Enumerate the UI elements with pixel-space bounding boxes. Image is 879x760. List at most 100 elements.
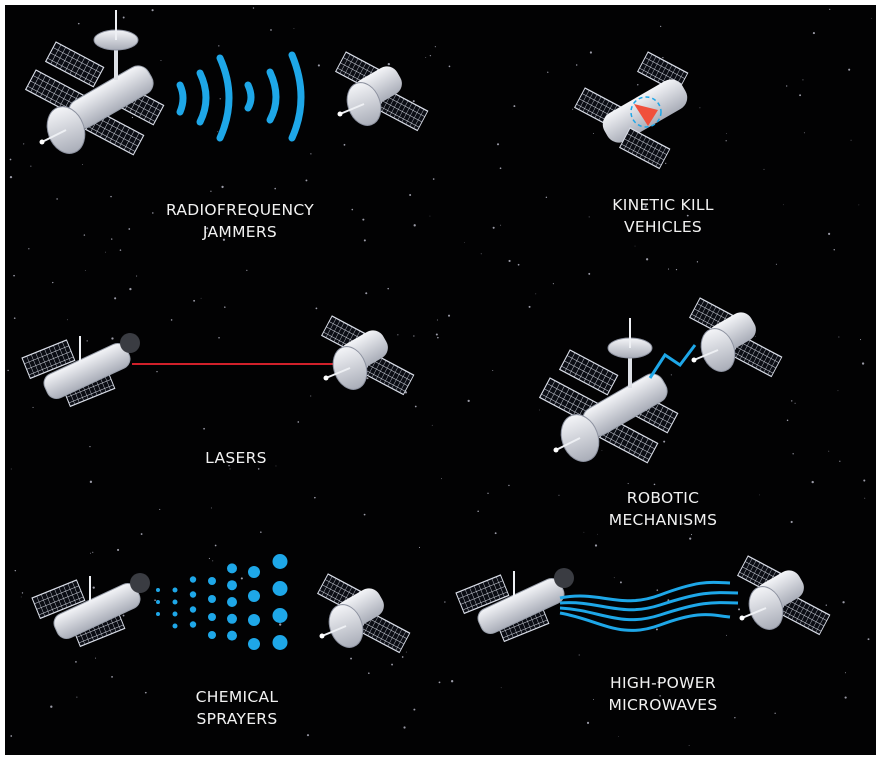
star (863, 479, 866, 482)
star (412, 100, 415, 103)
star (351, 208, 354, 211)
star (448, 65, 451, 68)
spray-droplet (272, 554, 288, 569)
star (467, 399, 470, 403)
star (477, 510, 479, 513)
space-background (5, 5, 876, 755)
label-kinetic-kill-vehicles: KINETIC KILL VEHICLES (612, 194, 714, 238)
star (160, 60, 162, 61)
star (222, 238, 226, 241)
spray-droplet (208, 577, 216, 585)
star (775, 263, 777, 265)
label-line: HIGH-POWER (610, 674, 716, 692)
star (246, 269, 248, 271)
star (653, 483, 656, 486)
spray-droplet (272, 608, 288, 623)
spray-droplet (227, 563, 237, 574)
spray-droplet (227, 597, 237, 607)
star (660, 25, 662, 28)
star (363, 239, 366, 242)
spray-droplet (172, 599, 178, 605)
star (297, 421, 300, 423)
robotic-satellite (540, 318, 678, 467)
star (774, 712, 776, 714)
star (366, 377, 369, 380)
star (645, 258, 649, 261)
star (89, 480, 93, 484)
radio-waves (176, 51, 305, 142)
star (790, 520, 793, 524)
star (10, 735, 13, 737)
star (547, 71, 549, 73)
star (82, 164, 83, 166)
star (66, 319, 68, 321)
star (111, 675, 113, 678)
star (219, 98, 221, 100)
star (597, 533, 598, 535)
star (228, 465, 230, 467)
star (413, 224, 416, 227)
star (871, 18, 873, 19)
star (535, 293, 537, 295)
star (662, 56, 664, 59)
star (754, 335, 756, 337)
star (848, 68, 851, 71)
star (828, 232, 831, 235)
star (578, 654, 580, 656)
star (76, 696, 78, 698)
star (844, 696, 847, 699)
star (414, 405, 417, 408)
star (131, 116, 134, 119)
star (811, 480, 814, 484)
label-line: VEHICLES (623, 218, 703, 236)
star (278, 623, 282, 626)
star (432, 178, 435, 180)
label-chemical-sprayers: CHEMICAL SPRAYERS (196, 686, 279, 730)
star (252, 7, 255, 9)
star (593, 698, 594, 700)
star (656, 589, 659, 591)
star (663, 440, 666, 443)
star (418, 546, 421, 549)
star (210, 190, 212, 192)
star (119, 249, 122, 251)
star (413, 335, 415, 337)
star (627, 483, 629, 485)
star (786, 419, 789, 422)
star (763, 168, 765, 170)
star (675, 269, 678, 271)
spray-droplet (172, 623, 178, 629)
star (221, 185, 224, 189)
star (686, 214, 689, 217)
star (670, 374, 672, 376)
star (52, 281, 54, 284)
star (441, 478, 443, 480)
label-high-power-microwaves: HIGH-POWER MICROWAVES (608, 672, 717, 716)
star (583, 531, 585, 533)
star (21, 592, 24, 594)
star (794, 402, 796, 404)
star (786, 85, 788, 87)
star (726, 634, 728, 636)
starfield (7, 7, 873, 746)
star (306, 734, 310, 737)
star (90, 552, 91, 554)
star (499, 167, 502, 170)
star (110, 195, 112, 198)
star (20, 596, 22, 598)
star (838, 336, 840, 338)
star (365, 292, 368, 295)
star (111, 337, 114, 340)
star (315, 307, 318, 310)
star (634, 245, 636, 247)
spray-droplet (248, 638, 260, 650)
star (429, 55, 432, 57)
star (667, 268, 670, 270)
star (310, 153, 312, 155)
star (434, 46, 436, 48)
star (517, 263, 520, 266)
label-line: MICROWAVES (608, 696, 718, 714)
star (759, 494, 760, 496)
star (480, 253, 482, 255)
